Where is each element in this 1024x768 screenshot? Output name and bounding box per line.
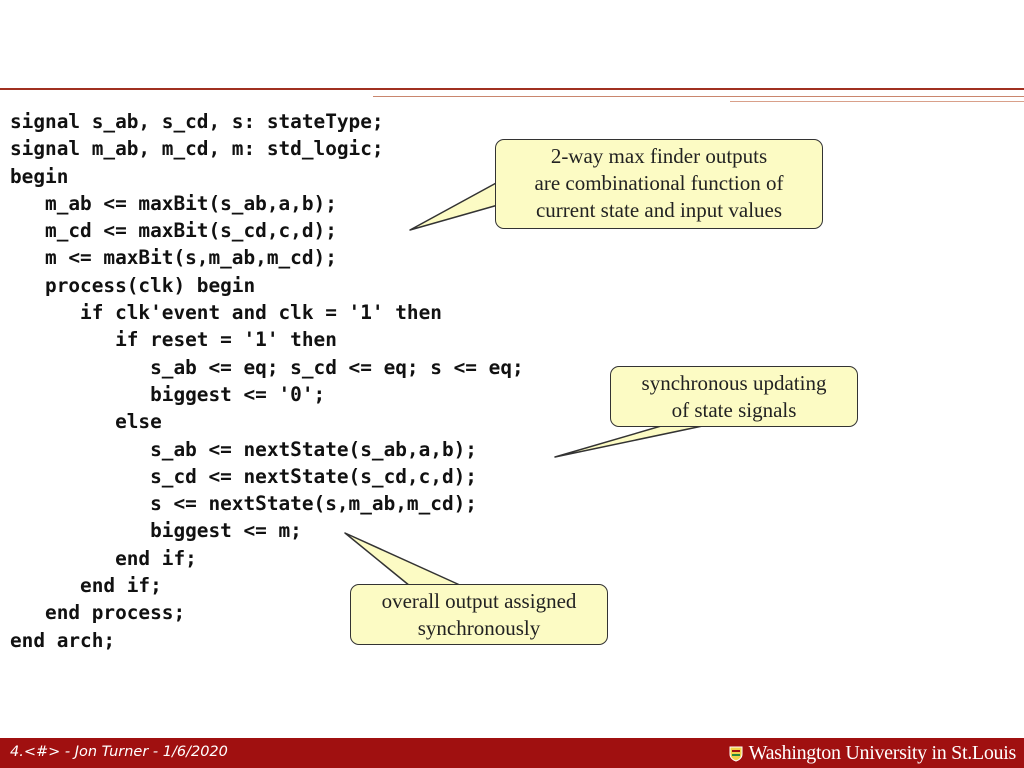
code-line: m_ab <= maxBit(s_ab,a,b); xyxy=(10,191,337,215)
code-line: process(clk) begin xyxy=(10,273,256,297)
university-shield-icon xyxy=(729,746,743,762)
code-line: biggest <= '0'; xyxy=(10,382,326,406)
code-line: s_ab <= nextState(s_ab,a,b); xyxy=(10,437,477,461)
code-line: end if; xyxy=(10,546,197,570)
code-line: end arch; xyxy=(10,628,116,652)
code-line: s <= nextState(s,m_ab,m_cd); xyxy=(10,492,477,516)
code-line: begin xyxy=(10,164,69,188)
callout-text: overall output assigned xyxy=(381,589,577,613)
code-block: signal s_ab, s_cd, s: stateType; signal … xyxy=(10,108,524,654)
callout-text: of state signals xyxy=(671,398,797,422)
code-line: else xyxy=(10,410,162,434)
footer-university-name: Washington University in St.Louis xyxy=(748,742,1017,764)
code-line: m <= maxBit(s,m_ab,m_cd); xyxy=(10,246,337,270)
header-rule-tertiary xyxy=(730,101,1024,102)
code-line: s_ab <= eq; s_cd <= eq; s <= eq; xyxy=(10,355,524,379)
callout-text: current state and input values xyxy=(535,198,783,222)
callout-pointer-output xyxy=(344,532,463,587)
callout-output: overall output assigned synchronously xyxy=(350,584,608,645)
code-line: if clk'event and clk = '1' then xyxy=(10,301,442,325)
callout-max-finder: 2-way max finder outputs are combination… xyxy=(495,139,823,229)
header-rule-secondary xyxy=(373,96,1024,97)
code-line: end process; xyxy=(10,601,186,625)
callout-pointer-sync-update xyxy=(554,423,713,458)
code-line: biggest <= m; xyxy=(10,519,302,543)
code-line: signal s_ab, s_cd, s: stateType; xyxy=(10,110,384,133)
code-line: m_cd <= maxBit(s_cd,c,d); xyxy=(10,219,337,243)
footer-slide-info: 4.<#> - Jon Turner - 1/6/2020 xyxy=(10,744,228,760)
callout-text: are combinational function of xyxy=(534,171,784,195)
callout-sync-update: synchronous updating of state signals xyxy=(610,366,858,427)
callout-text: 2-way max finder outputs xyxy=(550,144,768,168)
footer-bar: 4.<#> - Jon Turner - 1/6/2020 Washington… xyxy=(0,738,1024,768)
callout-text: synchronous updating xyxy=(641,371,827,395)
callout-text: synchronously xyxy=(417,616,541,640)
code-line: if reset = '1' then xyxy=(10,328,337,352)
footer-branding: Washington University in St.Louis xyxy=(729,742,1016,765)
header-rule-main xyxy=(0,88,1024,90)
code-line: end if; xyxy=(10,574,162,598)
callout-pointer-max-finder xyxy=(409,181,499,231)
code-line: signal m_ab, m_cd, m: std_logic; xyxy=(10,137,384,161)
code-line: s_cd <= nextState(s_cd,c,d); xyxy=(10,464,477,488)
